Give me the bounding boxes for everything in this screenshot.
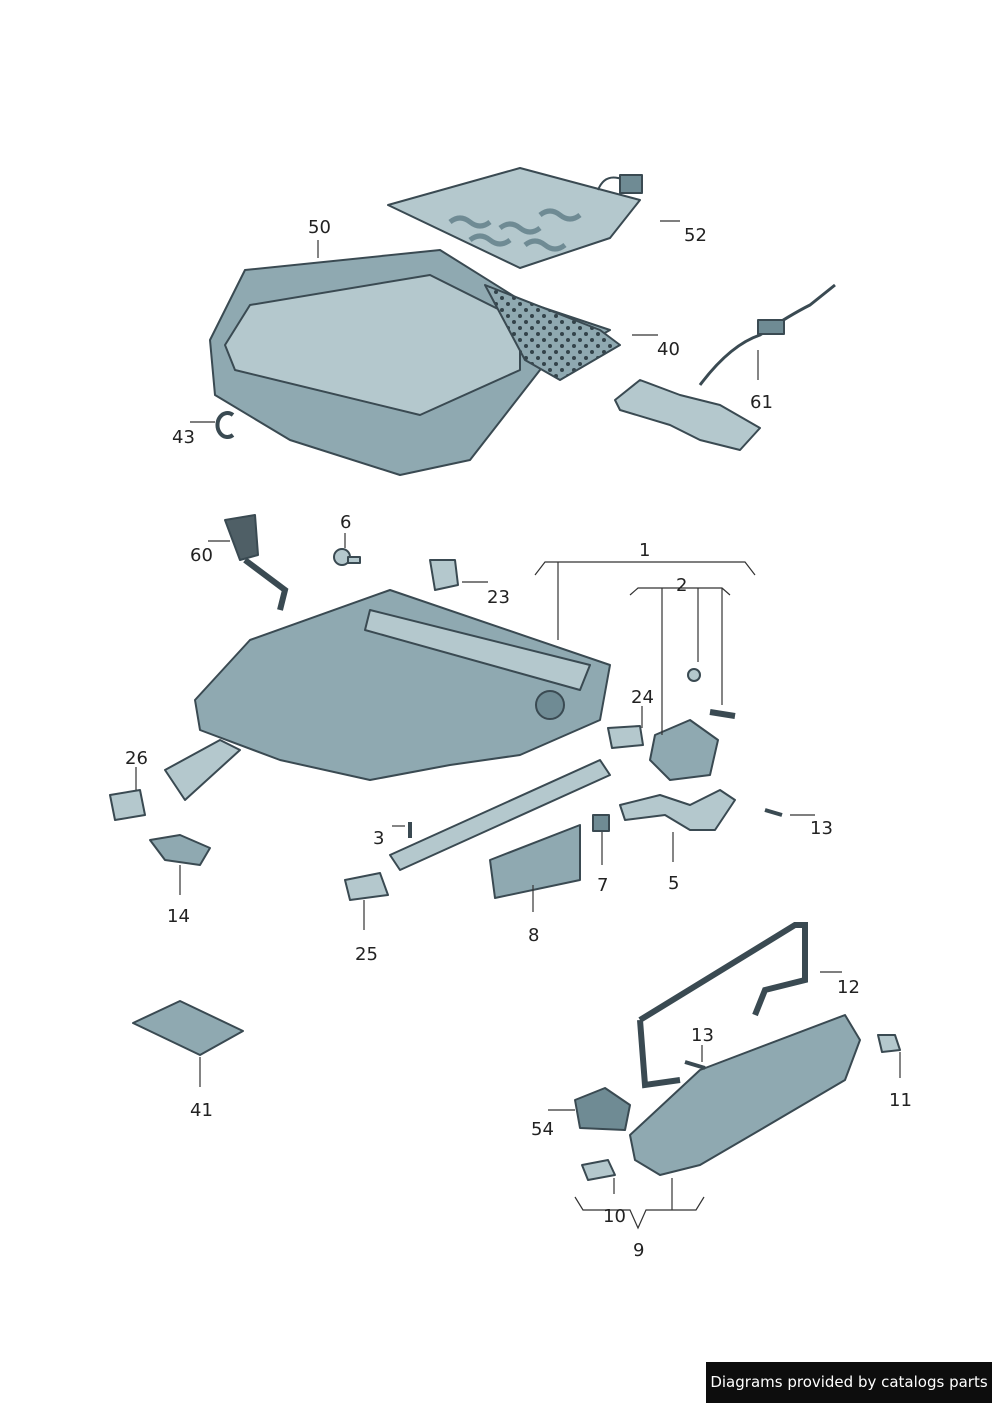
label-25: 25	[355, 944, 378, 965]
credit-banner: Diagrams provided by catalogs parts	[706, 1362, 992, 1403]
label-41: 41	[190, 1100, 213, 1121]
label-9: 9	[633, 1240, 645, 1261]
label-61: 61	[750, 392, 773, 413]
label-13-upper: 13	[810, 818, 833, 839]
screw-13b-part	[684, 1060, 706, 1070]
motor-part	[574, 1087, 631, 1131]
bracket-part	[619, 789, 736, 831]
label-7: 7	[597, 875, 609, 896]
label-8: 8	[528, 925, 540, 946]
label-1: 1	[639, 540, 651, 561]
label-10: 10	[603, 1206, 626, 1227]
label-23: 23	[487, 587, 510, 608]
cap-part	[429, 559, 459, 591]
label-60: 60	[190, 545, 213, 566]
label-6: 6	[340, 512, 352, 533]
side-panel-part	[629, 1014, 861, 1176]
heating-mat-part	[387, 167, 643, 269]
adjuster-part	[649, 668, 736, 781]
label-26: 26	[125, 748, 148, 769]
clip-7-part	[592, 814, 610, 832]
cover-26-part	[109, 789, 146, 821]
seat-frame-part	[164, 589, 611, 871]
cover-25-part	[344, 872, 389, 901]
mat-part	[132, 1000, 244, 1056]
cover-24-part	[607, 725, 644, 749]
label-54: 54	[531, 1119, 554, 1140]
leader-lines	[135, 220, 901, 1230]
label-14: 14	[167, 906, 190, 927]
label-52: 52	[684, 225, 707, 246]
screw-13a-part	[764, 808, 783, 817]
label-2: 2	[676, 575, 688, 596]
label-12: 12	[837, 977, 860, 998]
bolt-part	[333, 548, 361, 566]
label-50: 50	[308, 217, 331, 238]
label-40: 40	[657, 339, 680, 360]
label-11: 11	[889, 1090, 912, 1111]
seat-belt-buckle-part	[224, 514, 289, 611]
label-5: 5	[668, 873, 680, 894]
clip-part	[215, 411, 235, 439]
bolt-11-part	[877, 1034, 901, 1053]
clip-10-part	[581, 1159, 616, 1181]
seat-cover-part	[209, 249, 621, 476]
label-43: 43	[172, 427, 195, 448]
label-24: 24	[631, 687, 654, 708]
wiring-harness-part	[614, 283, 836, 451]
wire-frame-part	[637, 922, 808, 1089]
label-13-lower: 13	[691, 1025, 714, 1046]
label-3: 3	[373, 828, 385, 849]
handle-14-part	[149, 834, 211, 866]
trim-part	[489, 824, 581, 899]
